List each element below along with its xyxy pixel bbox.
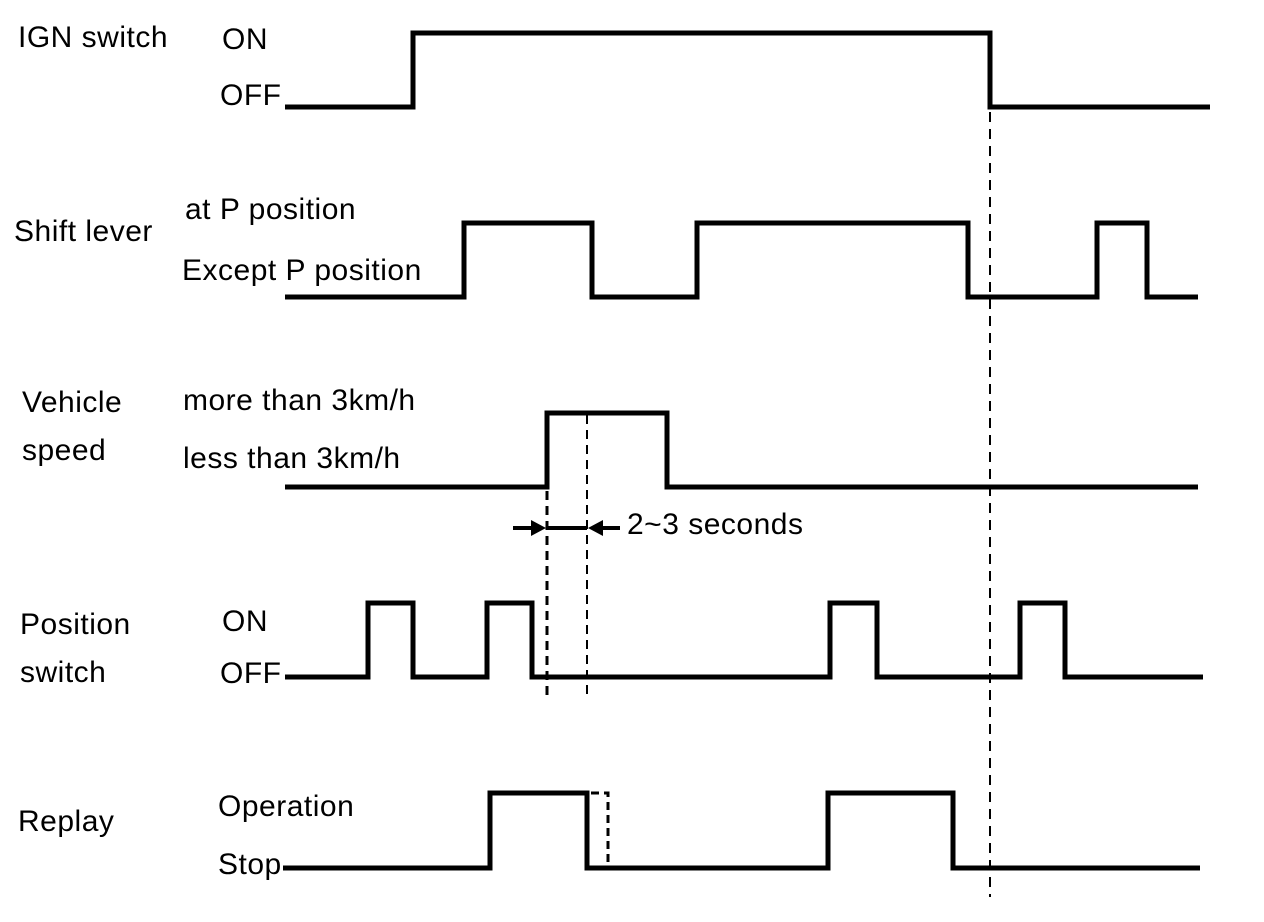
vehicle-speed-more-label: more than 3km/h xyxy=(183,384,416,417)
replay-stop-label: Stop xyxy=(218,848,282,881)
wave-shift-lever xyxy=(285,220,1198,300)
row-label-shift-lever: Shift lever xyxy=(14,215,153,248)
replay-variable-fall xyxy=(591,791,610,865)
position-switch-off-label: OFF xyxy=(220,657,282,690)
wave-replay xyxy=(283,790,1200,871)
ign-switch-on-label: ON xyxy=(222,23,268,56)
ign-switch-off-label: OFF xyxy=(220,79,282,112)
row-label-speed: speed xyxy=(22,434,107,467)
wave-position-switch xyxy=(285,600,1203,680)
wave-vehicle-speed xyxy=(285,410,1198,490)
shift-lever-except-p-label: Except P position xyxy=(182,254,422,287)
vehicle-speed-less-label: less than 3km/h xyxy=(183,442,401,475)
right-pointing-arrowhead xyxy=(531,520,546,536)
row-label-position: Position xyxy=(20,608,131,641)
wave-ign-switch xyxy=(285,30,1210,110)
shift-lever-at-p-label: at P position xyxy=(185,193,357,226)
left-pointing-arrowhead xyxy=(588,520,603,536)
row-label-ign-switch: IGN switch xyxy=(18,21,169,54)
position-switch-on-label: ON xyxy=(222,605,268,638)
delay-annotation-text: 2~3 seconds xyxy=(627,508,804,541)
row-label-replay: Replay xyxy=(18,805,115,838)
row-label-switch: switch xyxy=(20,656,107,689)
replay-operation-label: Operation xyxy=(218,790,355,823)
row-label-vehicle: Vehicle xyxy=(22,386,123,419)
